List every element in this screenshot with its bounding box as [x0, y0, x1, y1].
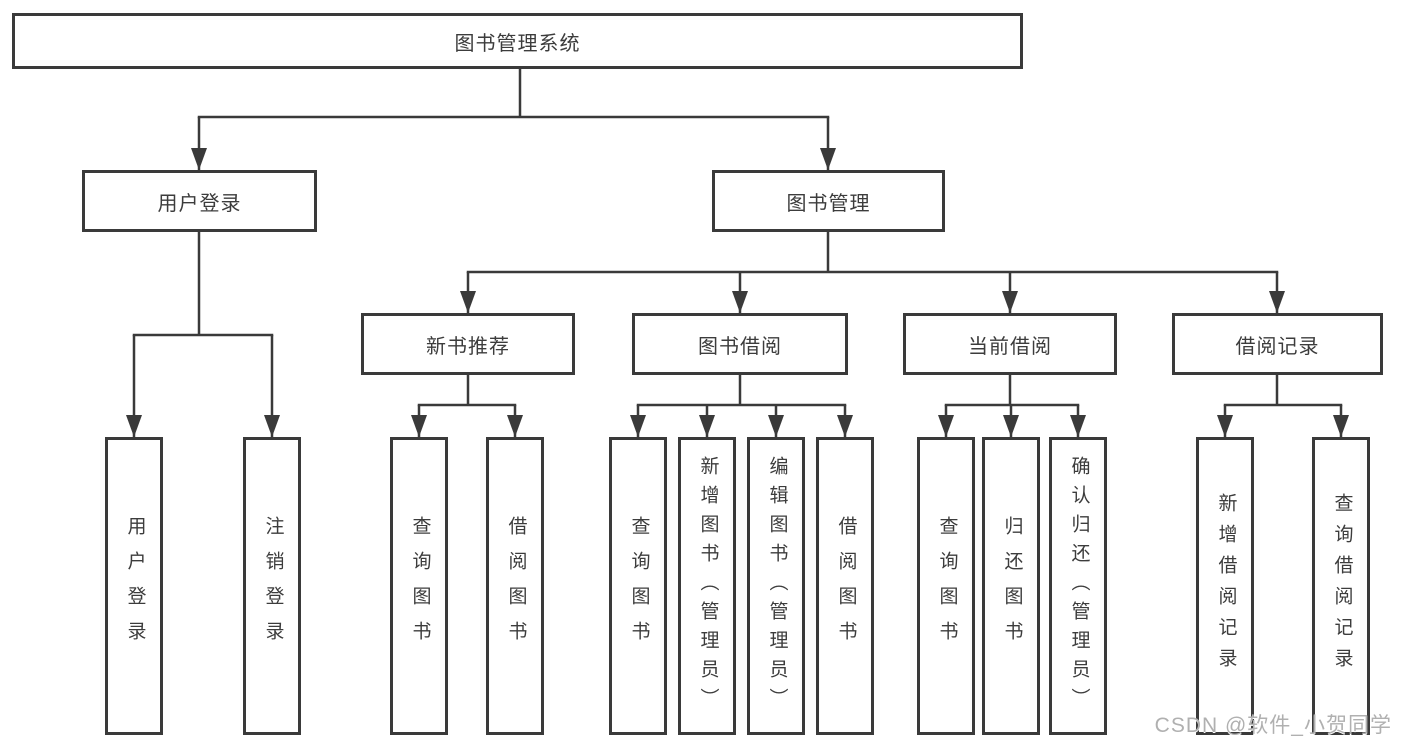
- node-label: 编辑图书（管理员）: [766, 455, 788, 717]
- node-label: 图书管理: [786, 192, 871, 215]
- node-label: 新增图书（管理员）: [697, 455, 719, 717]
- node-label: 查询图书: [409, 516, 431, 656]
- node-current-borrow: 当前借阅: [903, 313, 1117, 375]
- node-label: 当前借阅: [968, 335, 1052, 358]
- node-label: 借阅图书: [505, 516, 527, 656]
- leaf-add-book-admin: 新增图书（管理员）: [678, 437, 736, 735]
- leaf-query-books-current: 查询图书: [917, 437, 975, 735]
- leaf-edit-book-admin: 编辑图书（管理员）: [747, 437, 805, 735]
- node-book-mgmt: 图书管理: [712, 170, 945, 232]
- node-label: 图书借阅: [698, 335, 782, 358]
- node-label: 新书推荐: [426, 335, 510, 358]
- node-label: 用户登录: [124, 516, 146, 656]
- node-label: 图书管理系统: [454, 32, 581, 55]
- node-new-book-recommend: 新书推荐: [361, 313, 575, 375]
- leaf-logout: 注销登录: [243, 437, 301, 735]
- node-label: 用户登录: [157, 192, 242, 215]
- csdn-watermark: CSDN @软件_小贺同学: [1154, 714, 1392, 737]
- leaf-borrow-books-recommend: 借阅图书: [486, 437, 544, 735]
- leaf-query-books-borrow: 查询图书: [609, 437, 667, 735]
- leaf-confirm-return-admin: 确认归还（管理员）: [1049, 437, 1107, 735]
- leaf-query-books-recommend: 查询图书: [390, 437, 448, 735]
- node-label: 注销登录: [262, 516, 284, 656]
- node-label: 新增借阅记录: [1215, 493, 1237, 679]
- leaf-user-login: 用户登录: [105, 437, 163, 735]
- node-user-login: 用户登录: [82, 170, 317, 232]
- node-borrow-records: 借阅记录: [1172, 313, 1383, 375]
- leaf-query-borrow-record: 查询借阅记录: [1312, 437, 1370, 735]
- node-label: 借阅图书: [835, 516, 857, 656]
- node-root-system: 图书管理系统: [12, 13, 1023, 69]
- leaf-return-books: 归还图书: [982, 437, 1040, 735]
- node-label: 借阅记录: [1235, 335, 1320, 358]
- node-label: 归还图书: [1001, 516, 1023, 656]
- node-label: 确认归还（管理员）: [1068, 455, 1090, 717]
- node-label: 查询图书: [628, 516, 650, 656]
- leaf-borrow-books: 借阅图书: [816, 437, 874, 735]
- node-label: 查询借阅记录: [1331, 493, 1353, 679]
- leaf-add-borrow-record: 新增借阅记录: [1196, 437, 1254, 735]
- node-book-borrow: 图书借阅: [632, 313, 848, 375]
- node-label: 查询图书: [936, 516, 958, 656]
